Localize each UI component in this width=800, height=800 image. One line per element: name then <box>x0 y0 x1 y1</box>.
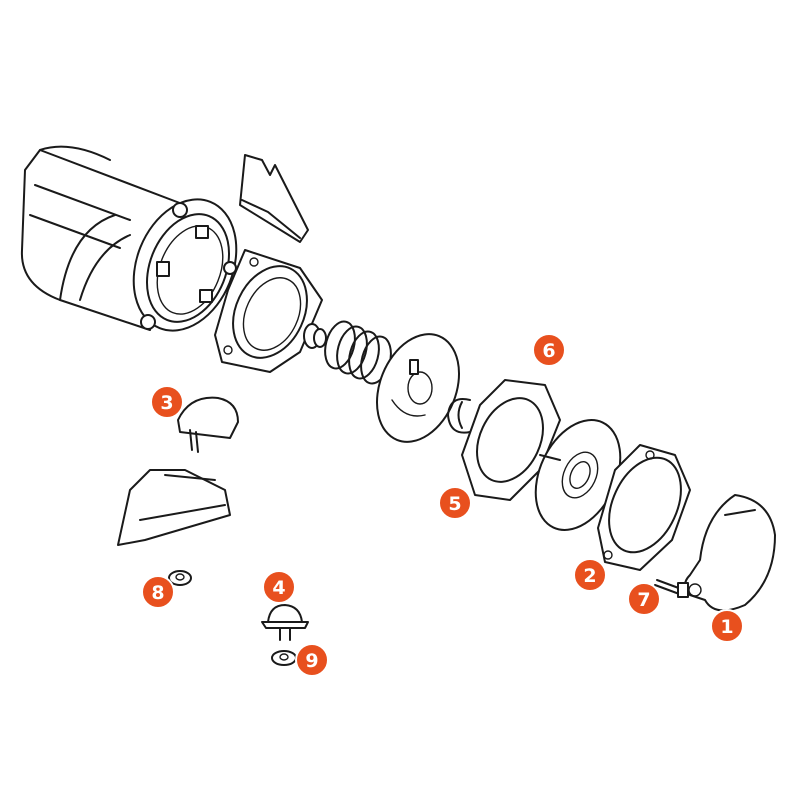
callout-badges: 1 2 3 4 5 6 7 8 <box>141 333 744 677</box>
svg-text:2: 2 <box>583 565 596 587</box>
badge-8: 8 <box>141 575 175 609</box>
pressure-plate <box>534 419 622 531</box>
gasket-plate <box>214 249 323 373</box>
svg-text:6: 6 <box>542 340 555 362</box>
friction-disc <box>461 379 561 501</box>
svg-text:4: 4 <box>272 577 285 599</box>
nut-left <box>168 570 192 586</box>
svg-text:9: 9 <box>305 650 318 672</box>
svg-text:5: 5 <box>448 493 461 515</box>
shaft-coupling <box>303 323 327 349</box>
cam-disc <box>375 333 461 443</box>
nut-bottom <box>271 650 297 666</box>
snap-ring <box>447 398 471 434</box>
badge-1: 1 <box>710 609 744 643</box>
housing-flange <box>132 198 238 332</box>
cover-gasket <box>597 444 691 571</box>
badge-7: 7 <box>627 582 661 616</box>
bracket <box>117 469 231 546</box>
svg-text:7: 7 <box>637 589 650 611</box>
badge-5: 5 <box>438 486 472 520</box>
screw <box>654 579 689 598</box>
end-cover <box>684 494 776 612</box>
svg-text:1: 1 <box>720 616 733 638</box>
svg-text:8: 8 <box>151 582 164 604</box>
button-cap <box>261 604 309 641</box>
badge-3: 3 <box>150 385 184 419</box>
clip-top <box>239 154 309 243</box>
svg-text:3: 3 <box>160 392 173 414</box>
badge-2: 2 <box>573 558 607 592</box>
badge-9: 9 <box>295 643 329 677</box>
badge-4: 4 <box>262 570 296 604</box>
badge-6: 6 <box>532 333 566 367</box>
knob <box>177 396 239 453</box>
